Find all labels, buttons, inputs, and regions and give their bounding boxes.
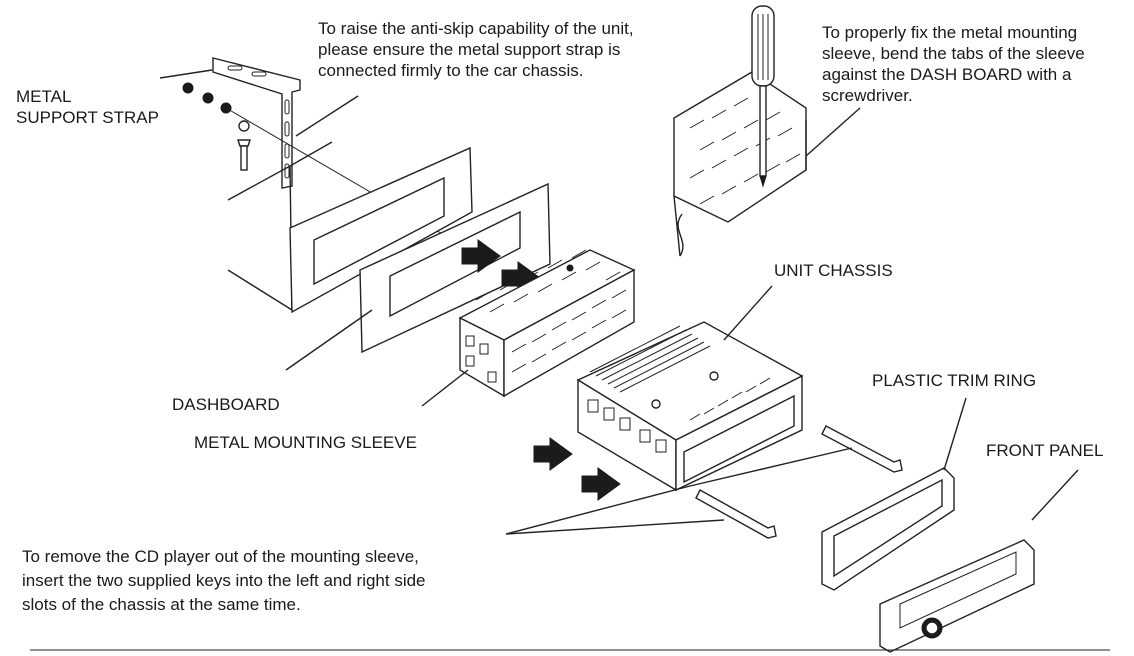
metal-support-strap: [212, 57, 301, 189]
unit-chassis: [576, 321, 804, 492]
insert-arrows: [461, 239, 621, 501]
plastic-trim-ring-label: PLASTIC TRIM RING: [872, 371, 1037, 390]
metal-mounting-sleeve-label: METAL MOUNTING SLEEVE: [194, 433, 417, 452]
unit-chassis-label: UNIT CHASSIS: [774, 261, 893, 280]
dashboard-label: DASHBOARD: [172, 395, 280, 414]
screwdriver: [751, 5, 775, 188]
dashboard-frame: [359, 182, 551, 354]
front-panel-label: FRONT PANEL: [986, 441, 1104, 460]
metal-support-strap-label: METAL SUPPORT STRAP: [16, 87, 159, 127]
anti-skip-note: To raise the anti-skip capability of the…: [318, 19, 634, 80]
sleeve-detail-inset: [673, 71, 807, 257]
front-panel: [879, 539, 1035, 653]
metal-mounting-sleeve: [458, 249, 636, 398]
removal-keys: [695, 425, 903, 539]
strap-hardware: [159, 69, 251, 171]
sleeve-fix-note: To properly fix the metal mounting sleev…: [822, 23, 1085, 105]
dash-board: [227, 141, 473, 314]
leader-lines: [285, 107, 1079, 521]
plastic-trim-ring: [821, 467, 955, 591]
remove-note: To remove the CD player out of the mount…: [22, 547, 426, 614]
